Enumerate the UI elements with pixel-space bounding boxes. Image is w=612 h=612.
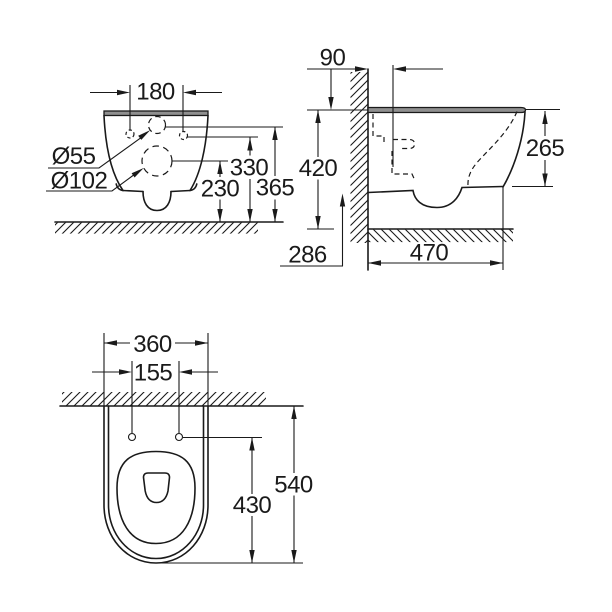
side-dim-286: 286 bbox=[280, 193, 346, 269]
plan-dim-360: 360 bbox=[103, 331, 209, 406]
side-floor-hatch bbox=[368, 229, 513, 243]
front-dim-330: 330 bbox=[230, 137, 269, 222]
plan-dim-360-label: 360 bbox=[133, 331, 172, 358]
side-body-bottom bbox=[367, 185, 504, 209]
plan-bowl-rim bbox=[116, 450, 196, 545]
plan-dim-540-label: 540 bbox=[274, 472, 313, 499]
front-dim-365-label: 365 bbox=[256, 175, 295, 202]
front-dim-365: 365 bbox=[256, 127, 295, 222]
plan-body-inner bbox=[107, 405, 205, 560]
front-outlet-circle bbox=[141, 145, 173, 177]
side-dim-265: 265 bbox=[512, 111, 565, 188]
front-dim-180-label: 180 bbox=[136, 79, 175, 106]
plan-mount-hole-left bbox=[127, 432, 137, 442]
front-outlet-spigot bbox=[142, 190, 172, 212]
side-dim-470: 470 bbox=[368, 187, 504, 270]
front-view: 180 Ø55 Ø102 230 330 bbox=[46, 79, 295, 234]
front-mount-hole-left bbox=[125, 129, 135, 139]
front-dim-d102-label: Ø102 bbox=[51, 168, 108, 195]
side-dim-90-label: 90 bbox=[320, 45, 346, 72]
front-small-hole-circle bbox=[147, 115, 167, 135]
plan-dim-155: 155 bbox=[92, 360, 218, 433]
plan-flush-outlet bbox=[142, 472, 171, 504]
front-dim-230: 230 bbox=[201, 161, 240, 222]
plan-dim-430: 430 bbox=[233, 437, 272, 563]
side-dim-286-label: 286 bbox=[288, 242, 327, 269]
plan-mount-hole-right bbox=[174, 432, 184, 442]
side-dim-420: 420 bbox=[299, 110, 338, 230]
front-body-rim bbox=[103, 110, 209, 117]
front-dim-d102: Ø102 bbox=[46, 168, 144, 195]
plan-dim-540: 540 bbox=[274, 406, 313, 563]
side-wall-hatch bbox=[350, 72, 368, 243]
side-body-front-curve bbox=[502, 111, 526, 188]
side-seat-top bbox=[367, 106, 527, 114]
front-dim-d55: Ø55 bbox=[48, 130, 151, 170]
side-dim-420-label: 420 bbox=[299, 155, 338, 182]
side-dim-265-label: 265 bbox=[526, 135, 565, 162]
side-internal-dashed bbox=[372, 111, 518, 187]
side-view: 90 420 265 286 470 bbox=[280, 45, 565, 271]
plan-view: 360 155 430 540 bbox=[59, 331, 313, 564]
front-dim-d55-label: Ø55 bbox=[52, 143, 96, 170]
front-mount-hole-right bbox=[178, 130, 189, 141]
front-dim-330-label: 330 bbox=[230, 155, 269, 182]
plan-dim-430-label: 430 bbox=[233, 492, 272, 519]
plan-dim-155-label: 155 bbox=[134, 360, 173, 387]
front-ground-hatch bbox=[55, 222, 258, 234]
front-body-corner-curls bbox=[115, 183, 198, 192]
side-dim-470-label: 470 bbox=[410, 240, 449, 267]
front-dim-180: 180 bbox=[90, 79, 222, 131]
front-dim-230-label: 230 bbox=[201, 176, 240, 203]
front-body-bottom-edge bbox=[122, 189, 191, 193]
plan-wall-hatch bbox=[62, 392, 266, 406]
front-body-right-side bbox=[189, 114, 209, 192]
side-dim-90: 90 bbox=[307, 45, 443, 110]
